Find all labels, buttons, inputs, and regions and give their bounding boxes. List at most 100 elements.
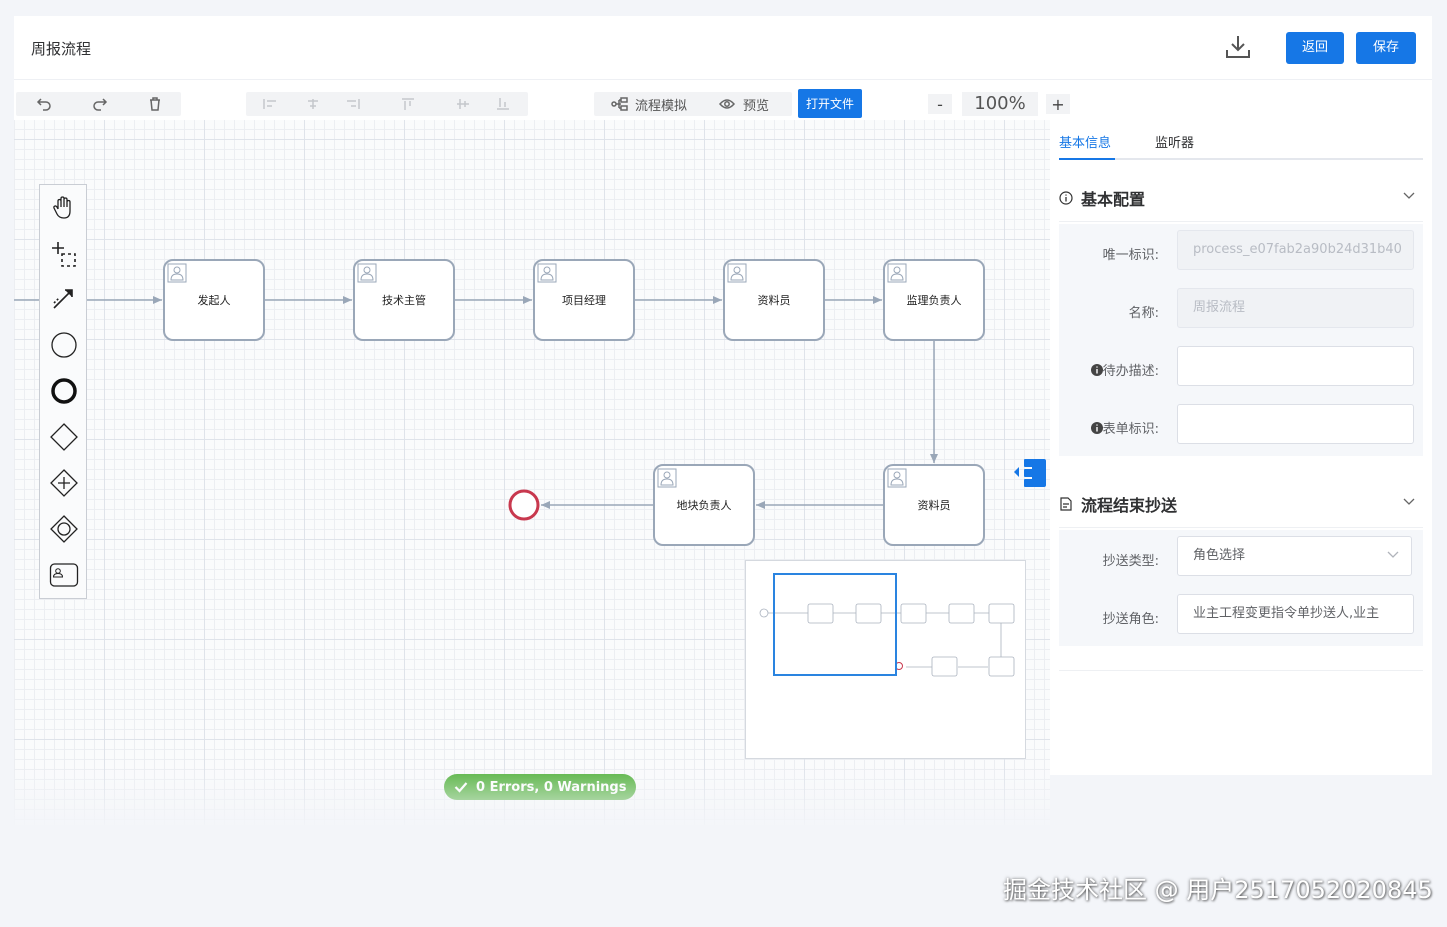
basic-config-form: 唯一标识: process_e07fab2a90b24d31b40 名称: 周报… (1059, 224, 1423, 456)
zoom-out-button[interactable]: - (928, 94, 952, 114)
task-label: 资料员 (918, 498, 951, 512)
cc-role-label: 抄送角色: (1102, 612, 1159, 627)
id-label: 唯一标识: (1102, 248, 1159, 263)
page-header: 周报流程 返回 保存 (14, 16, 1432, 80)
lint-status-text: 0 Errors, 0 Warnings (476, 779, 627, 795)
info-filled-icon (1090, 364, 1103, 376)
eye-icon (718, 99, 735, 109)
todo-label-text: 待办描述: (1102, 364, 1159, 379)
chevron-down-icon (1403, 498, 1415, 505)
info-filled-icon (1090, 422, 1103, 434)
id-row: 唯一标识: process_e07fab2a90b24d31b40 (1059, 224, 1423, 282)
align-bottom-icon[interactable] (483, 92, 523, 116)
parallel-gateway-icon[interactable] (47, 466, 81, 500)
align-group (246, 92, 528, 116)
form-key-label: 表单标识: (1059, 418, 1159, 437)
history-group (16, 92, 181, 116)
task-label: 项目经理 (562, 294, 606, 307)
name-label: 名称: (1128, 306, 1159, 321)
simulate-label: 流程模拟 (634, 98, 687, 114)
user-task[interactable]: 发起人 (163, 259, 265, 341)
name-row: 名称: 周报流程 (1059, 282, 1423, 340)
cc-type-value: 角色选择 (1193, 548, 1246, 563)
tab-active-indicator (1059, 158, 1115, 160)
panel-tabs: 基本信息 监听器 (1059, 120, 1423, 160)
bpmn-diagram: 发起人 技术主管 项目经理 资料员 监理负责人 资料员 (14, 259, 985, 546)
tab-listeners[interactable]: 监听器 (1155, 136, 1195, 151)
flow-icon (611, 97, 628, 111)
open-file-button[interactable]: 打开文件 (798, 89, 862, 118)
document-icon (1060, 496, 1072, 511)
todo-label: 待办描述: (1059, 360, 1159, 379)
info-icon (1059, 190, 1073, 205)
simulation-group: 流程模拟 预览 (594, 92, 792, 116)
user-task[interactable]: 技术主管 (353, 259, 455, 341)
name-field: 周报流程 (1177, 288, 1414, 328)
divider (1059, 670, 1423, 671)
form-key-input[interactable] (1177, 404, 1414, 444)
task-label: 资料员 (758, 293, 791, 307)
cc-type-label: 抄送类型: (1102, 554, 1159, 569)
basic-config-title: 基本配置 (1081, 189, 1146, 209)
zoom-in-button[interactable]: + (1046, 94, 1070, 114)
task-label: 发起人 (198, 293, 231, 307)
align-right-icon[interactable] (333, 92, 373, 116)
task-label: 技术主管 (382, 293, 426, 307)
connect-tool-icon[interactable] (47, 281, 81, 315)
align-middle-icon[interactable] (443, 92, 483, 116)
delete-icon[interactable] (128, 92, 181, 116)
cc-config-header[interactable]: 流程结束抄送 (1059, 480, 1423, 528)
user-task[interactable]: 项目经理 (533, 259, 635, 341)
cc-role-row: 抄送角色: 业主工程变更指令单抄送人,业主 (1059, 588, 1423, 646)
lint-status-badge[interactable]: 0 Errors, 0 Warnings (444, 774, 637, 800)
hand-tool-icon[interactable] (47, 191, 81, 225)
task-label: 地块负责人 (677, 498, 732, 512)
end-event-icon[interactable] (47, 374, 81, 408)
task-label: 监理负责人 (907, 293, 962, 307)
preview-label: 预览 (742, 98, 769, 114)
start-event-icon[interactable] (47, 328, 81, 362)
back-button[interactable]: 返回 (1286, 32, 1344, 64)
redo-icon[interactable] (72, 92, 128, 116)
panel-toggle-icon[interactable] (1012, 456, 1048, 490)
chevron-down-icon (1387, 551, 1399, 558)
tool-palette (39, 184, 87, 599)
cc-type-select[interactable]: 角色选择 (1177, 536, 1412, 576)
download-icon[interactable] (1225, 33, 1251, 61)
inclusive-gateway-icon[interactable] (47, 512, 81, 546)
chevron-down-icon (1403, 192, 1415, 199)
page-title: 周报流程 (31, 40, 92, 58)
editor-toolbar: 流程模拟 预览 打开文件 - 100% + (14, 80, 1432, 120)
save-button[interactable]: 保存 (1356, 32, 1416, 64)
align-left-icon[interactable] (246, 92, 293, 116)
end-event[interactable] (508, 489, 540, 521)
minimap-diagram (759, 603, 1015, 677)
todo-description-input[interactable] (1177, 346, 1414, 386)
zoom-level: 100% (962, 92, 1038, 116)
align-top-icon[interactable] (373, 92, 443, 116)
minimap-viewport[interactable] (773, 573, 897, 676)
simulate-button[interactable]: 流程模拟 (594, 92, 704, 116)
align-center-icon[interactable] (293, 92, 333, 116)
check-icon (454, 782, 468, 793)
id-field: process_e07fab2a90b24d31b40 (1177, 230, 1414, 270)
cc-config-form: 抄送类型: 角色选择 抄送角色: 业主工程变更指令单抄送人,业主 (1059, 530, 1423, 646)
lasso-tool-icon[interactable] (47, 237, 81, 271)
user-task[interactable]: 资料员 (723, 259, 825, 341)
properties-panel: 基本信息 监听器 基本配置 唯一标识: process_e07fab2a90b2… (1050, 120, 1432, 775)
cc-type-row: 抄送类型: 角色选择 (1059, 530, 1423, 588)
form-key-row: 表单标识: (1059, 398, 1423, 456)
user-task[interactable]: 地块负责人 (653, 464, 755, 546)
tab-basic-info[interactable]: 基本信息 (1059, 136, 1112, 151)
user-task[interactable]: 监理负责人 (883, 259, 985, 341)
exclusive-gateway-icon[interactable] (47, 420, 81, 454)
preview-button[interactable]: 预览 (704, 92, 784, 116)
cc-role-input[interactable]: 业主工程变更指令单抄送人,业主 (1177, 594, 1414, 634)
cc-config-title: 流程结束抄送 (1081, 495, 1178, 515)
user-task-icon[interactable] (47, 558, 81, 592)
basic-config-header[interactable]: 基本配置 (1059, 174, 1423, 222)
minimap[interactable] (745, 560, 1026, 759)
diagram-canvas[interactable]: 发起人 技术主管 项目经理 资料员 监理负责人 资料员 (14, 120, 1050, 825)
user-task[interactable]: 资料员 (883, 464, 985, 546)
undo-icon[interactable] (16, 92, 72, 116)
